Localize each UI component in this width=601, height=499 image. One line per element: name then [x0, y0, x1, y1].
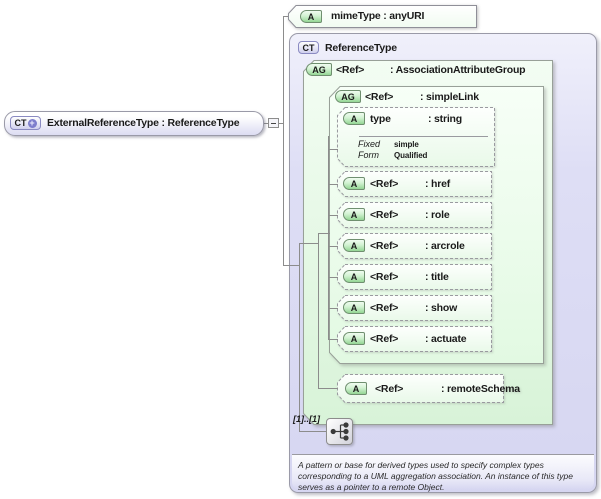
complex-type-plus-badge: CT + [10, 116, 41, 130]
attribute-node-href[interactable]: A <Ref> : href [337, 171, 492, 197]
attribute-badge: A [343, 208, 365, 221]
attribute-name: <Ref> [370, 271, 399, 283]
annotation-panel: A pattern or base for derived types used… [292, 454, 594, 493]
attribute-name: type [370, 113, 391, 125]
attribute-name: <Ref> [370, 209, 399, 221]
model-group-glyph [330, 422, 349, 441]
attribute-type: : title [425, 271, 449, 283]
group-type-name: : simpleLink [420, 91, 479, 103]
facet-value-form: Qualified [394, 151, 428, 160]
attribute-node-show[interactable]: A <Ref> : show [337, 295, 492, 321]
attribute-node-role[interactable]: A <Ref> : role [337, 202, 492, 228]
attribute-badge: A [343, 332, 365, 345]
group-header-simplelink[interactable]: AG <Ref> : simpleLink [329, 86, 544, 106]
connector-to-title [328, 277, 338, 278]
attribute-type: : role [425, 209, 450, 221]
group-ref-name: <Ref> [365, 91, 394, 103]
attribute-type: : string [428, 113, 462, 125]
attribute-type: : actuate [425, 333, 467, 345]
group-type-name: : AssociationAttributeGroup [390, 64, 526, 76]
connector-to-actuate [328, 339, 338, 340]
badge-text: CT [14, 118, 27, 128]
attribute-badge: A [343, 301, 365, 314]
attribute-badge: A [343, 270, 365, 283]
connector-trunk-left [283, 16, 284, 265]
attribute-shape [337, 374, 504, 403]
attribute-shape [337, 233, 492, 259]
attribute-type: : arcrole [425, 240, 465, 252]
connector-trunk-attrs [328, 136, 329, 340]
attribute-name: <Ref> [370, 302, 399, 314]
attribute-shape [288, 5, 477, 28]
attribute-shape [337, 295, 492, 321]
attribute-name: <Ref> [370, 333, 399, 345]
connector-to-arcrole [328, 246, 338, 247]
attribute-badge: A [343, 177, 365, 190]
connector-to-model-group [299, 431, 327, 432]
cardinality-label: [1]..[1] [293, 414, 320, 424]
attribute-type: : href [425, 178, 451, 190]
facet-value-fixed: simple [394, 140, 419, 149]
attribute-shape [337, 264, 492, 290]
attribute-shape [337, 202, 492, 228]
plus-icon: + [27, 117, 37, 128]
attribute-group-badge: AG [306, 63, 332, 76]
connector-into-box [283, 265, 300, 266]
attribute-badge: A [300, 10, 322, 23]
attribute-name: <Ref> [375, 383, 404, 395]
attribute-node-arcrole[interactable]: A <Ref> : arcrole [337, 233, 492, 259]
connector-to-mimetype [283, 16, 289, 17]
facet-label-form: Form [358, 150, 379, 160]
attribute-node-type[interactable]: A type : string Fixed simple Form Qualif… [337, 107, 495, 167]
connector-to-facets [328, 149, 338, 150]
connector-branch [299, 243, 319, 244]
attribute-node-mimetype[interactable]: A mimeType : anyURI [288, 5, 477, 28]
root-node-externalreferencetype[interactable]: CT + ExternalReferenceType : ReferenceTy… [4, 111, 264, 136]
connector-trunk-inner [299, 243, 300, 432]
attribute-badge: A [343, 112, 365, 125]
group-ref-name: <Ref> [336, 64, 365, 76]
attribute-shape [337, 107, 495, 167]
connector-to-role [328, 215, 338, 216]
connector-to-href [328, 184, 338, 185]
connector-trunk-group [318, 233, 319, 389]
attribute-name: <Ref> [370, 240, 399, 252]
connector-to-simplelink [318, 233, 330, 234]
attribute-node-remoteschema[interactable]: A <Ref> : remoteSchema [337, 374, 520, 403]
connector-to-remoteschema [318, 388, 338, 389]
complex-type-title: ReferenceType [325, 42, 397, 54]
attribute-shape [337, 326, 492, 352]
attribute-type: : remoteSchema [441, 383, 520, 395]
attribute-name: <Ref> [370, 178, 399, 190]
attribute-shape [337, 171, 492, 197]
annotation-text: A pattern or base for derived types used… [298, 460, 574, 493]
root-node-label: ExternalReferenceType : ReferenceType [47, 117, 240, 129]
facet-divider [359, 136, 488, 137]
model-group-icon[interactable] [326, 418, 353, 445]
group-header-association[interactable]: AG <Ref> : AssociationAttributeGroup [303, 60, 553, 80]
attribute-node-title[interactable]: A <Ref> : title [337, 264, 492, 290]
attribute-label: mimeType : anyURI [331, 10, 425, 22]
attribute-group-badge: AG [335, 90, 361, 103]
attribute-type: : show [425, 302, 458, 314]
connector-to-show [328, 308, 338, 309]
complex-type-badge: CT [298, 41, 319, 54]
attribute-node-actuate[interactable]: A <Ref> : actuate [337, 326, 492, 352]
collapse-handle-icon[interactable] [268, 118, 279, 128]
attribute-badge: A [345, 382, 367, 395]
facet-label-fixed: Fixed [358, 139, 381, 149]
attribute-badge: A [343, 239, 365, 252]
